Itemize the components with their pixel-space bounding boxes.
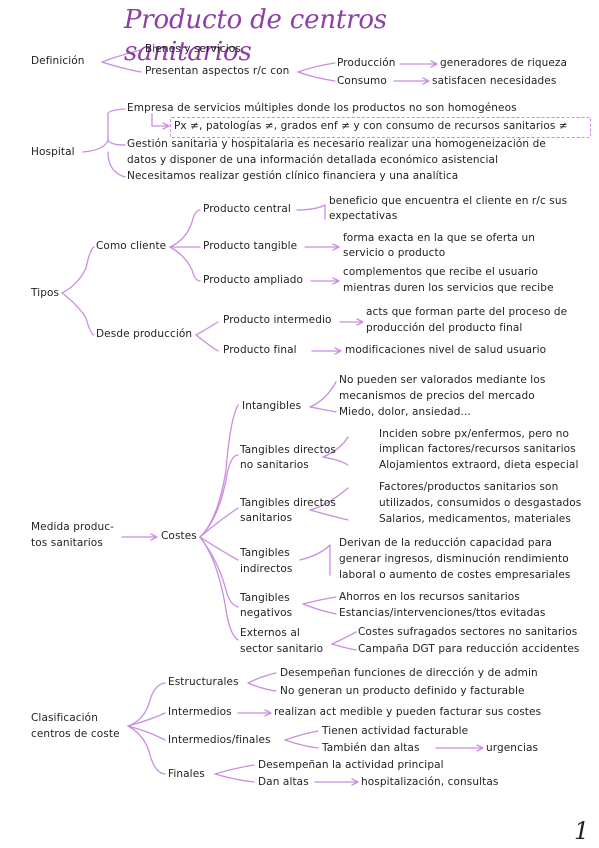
intangibles-desc: Miedo, dolor, ansiedad...	[339, 406, 471, 418]
page-number: 1	[574, 817, 590, 845]
estructurales-desc: Desempeñan funciones de dirección y de a…	[280, 667, 538, 679]
hospital-label: Hospital	[31, 146, 75, 158]
producto-central-desc: beneficio que encuentra el cliente en r/…	[329, 195, 568, 207]
definicion-aspectos: Presentan aspectos r/c con	[145, 65, 290, 77]
intermedios-desc: realizan act medible y pueden facturar s…	[274, 706, 542, 718]
producto-tangible: Producto tangible	[203, 240, 298, 252]
tn-desc: Estancias/intervenciones/ttos evitadas	[339, 607, 546, 619]
ti-desc: laboral o aumento de costes empresariale…	[339, 569, 571, 581]
intfin-desc: También dan altas	[322, 742, 420, 754]
page-title: Producto de centros sanitarios	[124, 5, 387, 67]
externos-label: sector sanitario	[240, 643, 324, 655]
producto-final: Producto final	[223, 344, 297, 356]
tdns-desc: Inciden sobre px/enfermos, pero no	[379, 428, 570, 440]
definicion-label: Definición	[31, 55, 85, 67]
producto-final-desc: modificaciones nivel de salud usuario	[345, 344, 547, 356]
tn-desc: Ahorros en los recursos sanitarios	[339, 591, 520, 603]
tds-desc: Factores/productos sanitarios son	[379, 481, 559, 493]
finales-desc: Dan altas	[258, 776, 309, 788]
costes-label: Costes	[161, 530, 197, 542]
producto-intermedio-desc: producción del producto final	[366, 322, 523, 334]
tdns-desc: implican factores/recursos sanitarios	[379, 443, 576, 455]
tipos-produccion-label: Desde producción	[96, 328, 193, 340]
tangibles-directos-no-sanitarios-label: Tangibles directos	[240, 444, 336, 456]
producto-central-desc: expectativas	[329, 210, 398, 222]
ext-desc: Campaña DGT para reducción accidentes	[358, 643, 580, 655]
definicion-produccion: Producción	[337, 57, 396, 69]
clasificacion-label: Clasificación	[31, 712, 98, 724]
clasificacion-label: centros de coste	[31, 728, 120, 740]
tdns-desc: Alojamientos extraord, dieta especial	[379, 459, 579, 471]
intangibles-label: Intangibles	[242, 400, 302, 412]
definicion-bienes: Bienes y servicios	[145, 43, 241, 55]
producto-ampliado-desc: complementos que recibe el usuario	[343, 266, 538, 278]
hospital-line: Px ≠, patologías ≠, grados enf ≠ y con c…	[174, 120, 568, 132]
tangibles-directos-sanitarios-label: Tangibles directos	[240, 497, 336, 509]
estructurales-desc: No generan un producto definido y factur…	[280, 685, 525, 697]
producto-ampliado: Producto ampliado	[203, 274, 304, 286]
tangibles-negativos-label: Tangibles	[240, 592, 290, 604]
producto-central: Producto central	[203, 203, 291, 215]
intermedios-label: Intermedios	[168, 706, 232, 718]
tds-desc: Salarios, medicamentos, materiales	[379, 513, 571, 525]
producto-intermedio-desc: acts que forman parte del proceso de	[366, 306, 568, 318]
intangibles-desc: mecanismos de precios del mercado	[339, 390, 535, 402]
tangibles-indirectos-label: indirectos	[240, 563, 293, 575]
finales-desc: Desempeñan la actividad principal	[258, 759, 444, 771]
tds-desc: utilizados, consumidos o desgastados	[379, 497, 582, 509]
ti-desc: generar ingresos, disminución rendimient…	[339, 553, 569, 565]
ti-desc: Derivan de la reducción capacidad para	[339, 537, 553, 549]
intermedios-finales-label: Intermedios/finales	[168, 734, 271, 746]
urgencias: urgencias	[486, 742, 539, 754]
hospitalizacion: hospitalización, consultas	[361, 776, 499, 788]
externos-label: Externos al	[240, 627, 300, 639]
highlight-box	[170, 117, 591, 138]
hospital-line: Gestión sanitaria y hospitalaria es nece…	[127, 138, 546, 150]
hospital-line: Empresa de servicios múltiples donde los…	[127, 102, 517, 114]
tipos-label: Tipos	[31, 287, 60, 299]
hospital-line: datos y disponer de una información deta…	[127, 154, 499, 166]
producto-tangible-desc: servicio o producto	[343, 247, 446, 259]
estructurales-label: Estructurales	[168, 676, 239, 688]
producto-intermedio: Producto intermedio	[223, 314, 332, 326]
finales-label: Finales	[168, 768, 205, 780]
intfin-desc: Tienen actividad facturable	[322, 725, 469, 737]
definicion-consumo-result: satisfacen necesidades	[432, 75, 557, 87]
ext-desc: Costes sufragados sectores no sanitarios	[358, 626, 578, 638]
definicion-produccion-result: generadores de riqueza	[440, 57, 568, 69]
medida-label: Medida produc-	[31, 521, 114, 533]
tangibles-directos-sanitarios-label: sanitarios	[240, 512, 293, 524]
tipos-cliente-label: Como cliente	[96, 240, 167, 252]
intangibles-desc: No pueden ser valorados mediante los	[339, 374, 546, 386]
hospital-line: Necesitamos realizar gestión clínico fin…	[127, 170, 459, 182]
producto-tangible-desc: forma exacta en la que se oferta un	[343, 232, 535, 244]
producto-ampliado-desc: mientras duren los servicios que recibe	[343, 282, 554, 294]
definicion-consumo: Consumo	[337, 75, 387, 87]
tangibles-directos-no-sanitarios-label: no sanitarios	[240, 459, 309, 471]
tangibles-negativos-label: negativos	[240, 607, 293, 619]
tangibles-indirectos-label: Tangibles	[240, 547, 290, 559]
medida-label: tos sanitarios	[31, 537, 103, 549]
